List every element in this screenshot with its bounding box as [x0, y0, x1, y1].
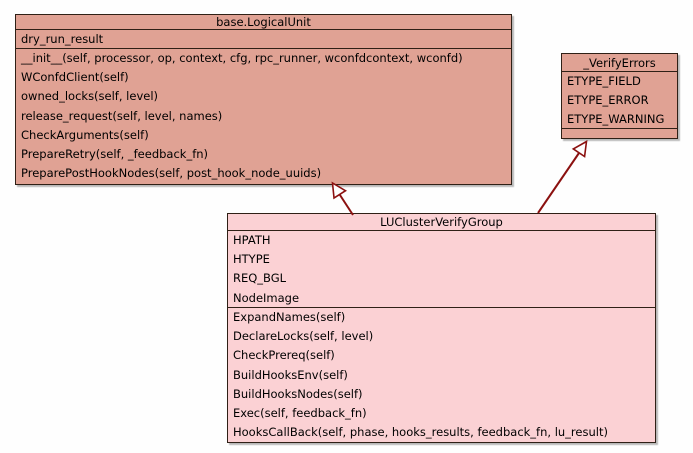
method-row: BuildHooksEnv(self) — [233, 367, 348, 382]
inheritance-arrow-to-verifyerrors — [537, 140, 588, 214]
class-title-verifyerrors: _VerifyErrors — [562, 54, 677, 72]
class-box-base-logicalunit: base.LogicalUnit dry_run_result __init__… — [15, 14, 512, 185]
methods-section: __init__(self, processor, op, context, c… — [16, 49, 511, 184]
attribute-row: ETYPE_ERROR — [567, 93, 649, 108]
method-row: PreparePostHookNodes(self, post_hook_nod… — [21, 166, 322, 181]
method-row: CheckArguments(self) — [21, 127, 149, 142]
attributes-section: dry_run_result — [16, 30, 511, 49]
method-row: owned_locks(self, level) — [21, 89, 159, 104]
method-row: CheckPrereq(self) — [233, 348, 335, 363]
method-row: DeclareLocks(self, level) — [233, 329, 374, 344]
attribute-row: HPATH — [233, 233, 271, 247]
methods-section: ExpandNames(self) DeclareLocks(self, lev… — [228, 308, 655, 442]
attribute-row: ETYPE_WARNING — [567, 112, 665, 127]
method-row: ExpandNames(self) — [233, 310, 346, 324]
attribute-row: HTYPE — [233, 252, 270, 267]
class-title-luclusterverifygroup: LUClusterVerifyGroup — [228, 214, 655, 231]
methods-section-empty — [562, 129, 677, 138]
method-row: BuildHooksNodes(self) — [233, 386, 363, 401]
attribute-row: dry_run_result — [21, 32, 104, 46]
method-row: release_request(self, level, names) — [21, 108, 223, 123]
method-row: HooksCallBack(self, phase, hooks_results… — [233, 425, 608, 440]
attribute-row: NodeImage — [233, 290, 300, 305]
attributes-section: ETYPE_FIELD ETYPE_ERROR ETYPE_WARNING — [562, 72, 677, 129]
class-box-verifyerrors: _VerifyErrors ETYPE_FIELD ETYPE_ERROR ET… — [561, 53, 678, 139]
attributes-section: HPATH HTYPE REQ_BGL NodeImage — [228, 231, 655, 308]
method-row: WConfdClient(self) — [21, 70, 129, 85]
class-title-base-logicalunit: base.LogicalUnit — [16, 15, 511, 30]
attribute-row: ETYPE_FIELD — [567, 74, 641, 88]
method-row: Exec(self, feedback_fn) — [233, 406, 367, 421]
method-row: __init__(self, processor, op, context, c… — [21, 51, 463, 65]
method-row: PrepareRetry(self, _feedback_fn) — [21, 147, 209, 162]
class-box-luclusterverifygroup: LUClusterVerifyGroup HPATH HTYPE REQ_BGL… — [227, 213, 656, 443]
attribute-row: REQ_BGL — [233, 271, 287, 286]
